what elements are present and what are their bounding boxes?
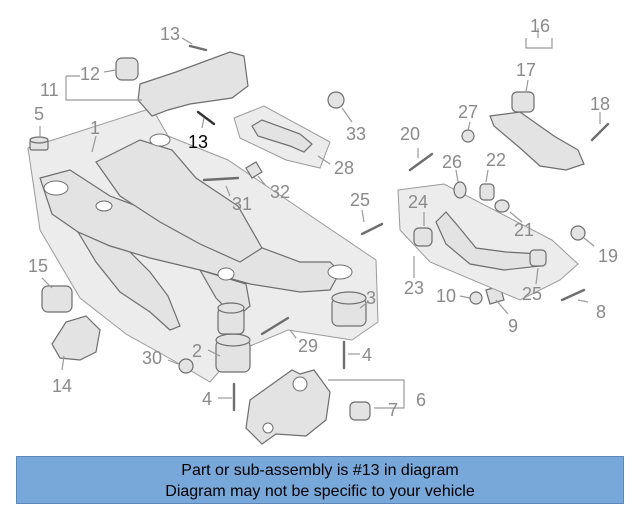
callout-2: 2 [192, 341, 202, 361]
callout-31: 30 [142, 348, 162, 368]
control-arm-11 [137, 51, 249, 117]
nut-28 [461, 129, 475, 143]
callout-6: 6 [416, 390, 426, 410]
bolt-21 [408, 152, 434, 172]
bushing-7 [349, 401, 371, 421]
mount-16 [41, 285, 73, 313]
callout-33: 32 [270, 182, 290, 202]
bushing-25-left [413, 227, 433, 247]
link-group-24-outline [397, 183, 579, 301]
callout-32: 31 [232, 194, 252, 214]
bushing-25-right [529, 249, 547, 267]
banner-line-2: Diagram may not be specific to your vehi… [165, 483, 475, 500]
callout-30: 29 [298, 336, 318, 356]
callout-16: 15 [28, 256, 48, 276]
callout-13: 13 [188, 132, 208, 152]
callout-19: 18 [590, 94, 610, 114]
parts-diagram: 1 2 3 4 4 5 6 7 8 9 10 11 12 13 13 14 15… [27, 16, 618, 445]
bushing-3-upper [217, 302, 245, 335]
leader-lines [39, 28, 601, 409]
subframe-left-arm [76, 230, 181, 331]
callout-10: 10 [436, 286, 456, 306]
subframe-hole [43, 180, 69, 196]
bolt-14 [188, 44, 208, 52]
callout-15: 14 [52, 376, 72, 396]
knuckle-hole [262, 422, 274, 434]
callout-17: 16 [530, 16, 550, 36]
nut-10 [469, 291, 483, 305]
callout-24: 23 [404, 278, 424, 298]
mount-15 [51, 315, 101, 361]
nut-20 [570, 225, 586, 241]
callout-4-upper: 4 [362, 345, 372, 365]
callout-20: 19 [598, 246, 618, 266]
subframe-hole [149, 133, 171, 147]
bushing-2 [215, 333, 251, 373]
callout-23: 22 [486, 150, 506, 170]
nut-31 [178, 358, 194, 374]
callout-3: 3 [366, 288, 376, 308]
knuckle-hub-hole [292, 376, 308, 392]
knuckle-6 [245, 369, 331, 445]
bushing-23 [479, 183, 495, 201]
callout-34: 33 [346, 124, 366, 144]
washer-22 [494, 199, 510, 213]
callout-7: 7 [388, 400, 398, 420]
callout-12: 12 [80, 64, 100, 84]
subframe-hole [95, 200, 113, 212]
callout-9: 9 [508, 316, 518, 336]
callout-14: 13 [160, 24, 180, 44]
bolt-26 [360, 222, 384, 236]
banner-line-1: Part or sub-assembly is #13 in diagram [181, 462, 459, 479]
callout-26: 25 [350, 190, 370, 210]
bolt-30 [260, 316, 290, 336]
subframe-hole [327, 264, 353, 280]
callout-27: 26 [442, 152, 462, 172]
nut-34 [327, 91, 345, 109]
link-29 [251, 119, 313, 153]
callout-8: 8 [596, 302, 606, 322]
callout-29: 28 [334, 158, 354, 178]
callout-11: 11 [40, 80, 59, 100]
subframe-hole [217, 267, 235, 281]
callout-25-left: 24 [408, 192, 428, 212]
callout-5: 5 [34, 104, 44, 124]
clip-27 [453, 181, 467, 199]
callout-28: 27 [458, 102, 478, 122]
bolt-19 [590, 122, 610, 142]
callout-25-right: 25 [522, 284, 542, 304]
trailing-arm-17 [489, 111, 585, 171]
washer-33 [245, 161, 263, 179]
mount-5 [29, 136, 49, 151]
callout-18: 17 [516, 60, 536, 80]
callout-4-lower: 4 [202, 389, 212, 409]
bushing-12 [115, 57, 139, 81]
bolt-32 [202, 176, 240, 182]
info-banner: Part or sub-assembly is #13 in diagram D… [16, 456, 624, 504]
callout-22: 21 [514, 220, 534, 240]
callout-21: 20 [400, 124, 420, 144]
callout-1: 1 [90, 118, 100, 138]
bushing-18 [511, 91, 535, 113]
subframe-rear-rail [95, 139, 263, 263]
bushing-3 [331, 291, 367, 327]
bolt-13 [196, 110, 216, 126]
bolt-8 [560, 288, 586, 302]
